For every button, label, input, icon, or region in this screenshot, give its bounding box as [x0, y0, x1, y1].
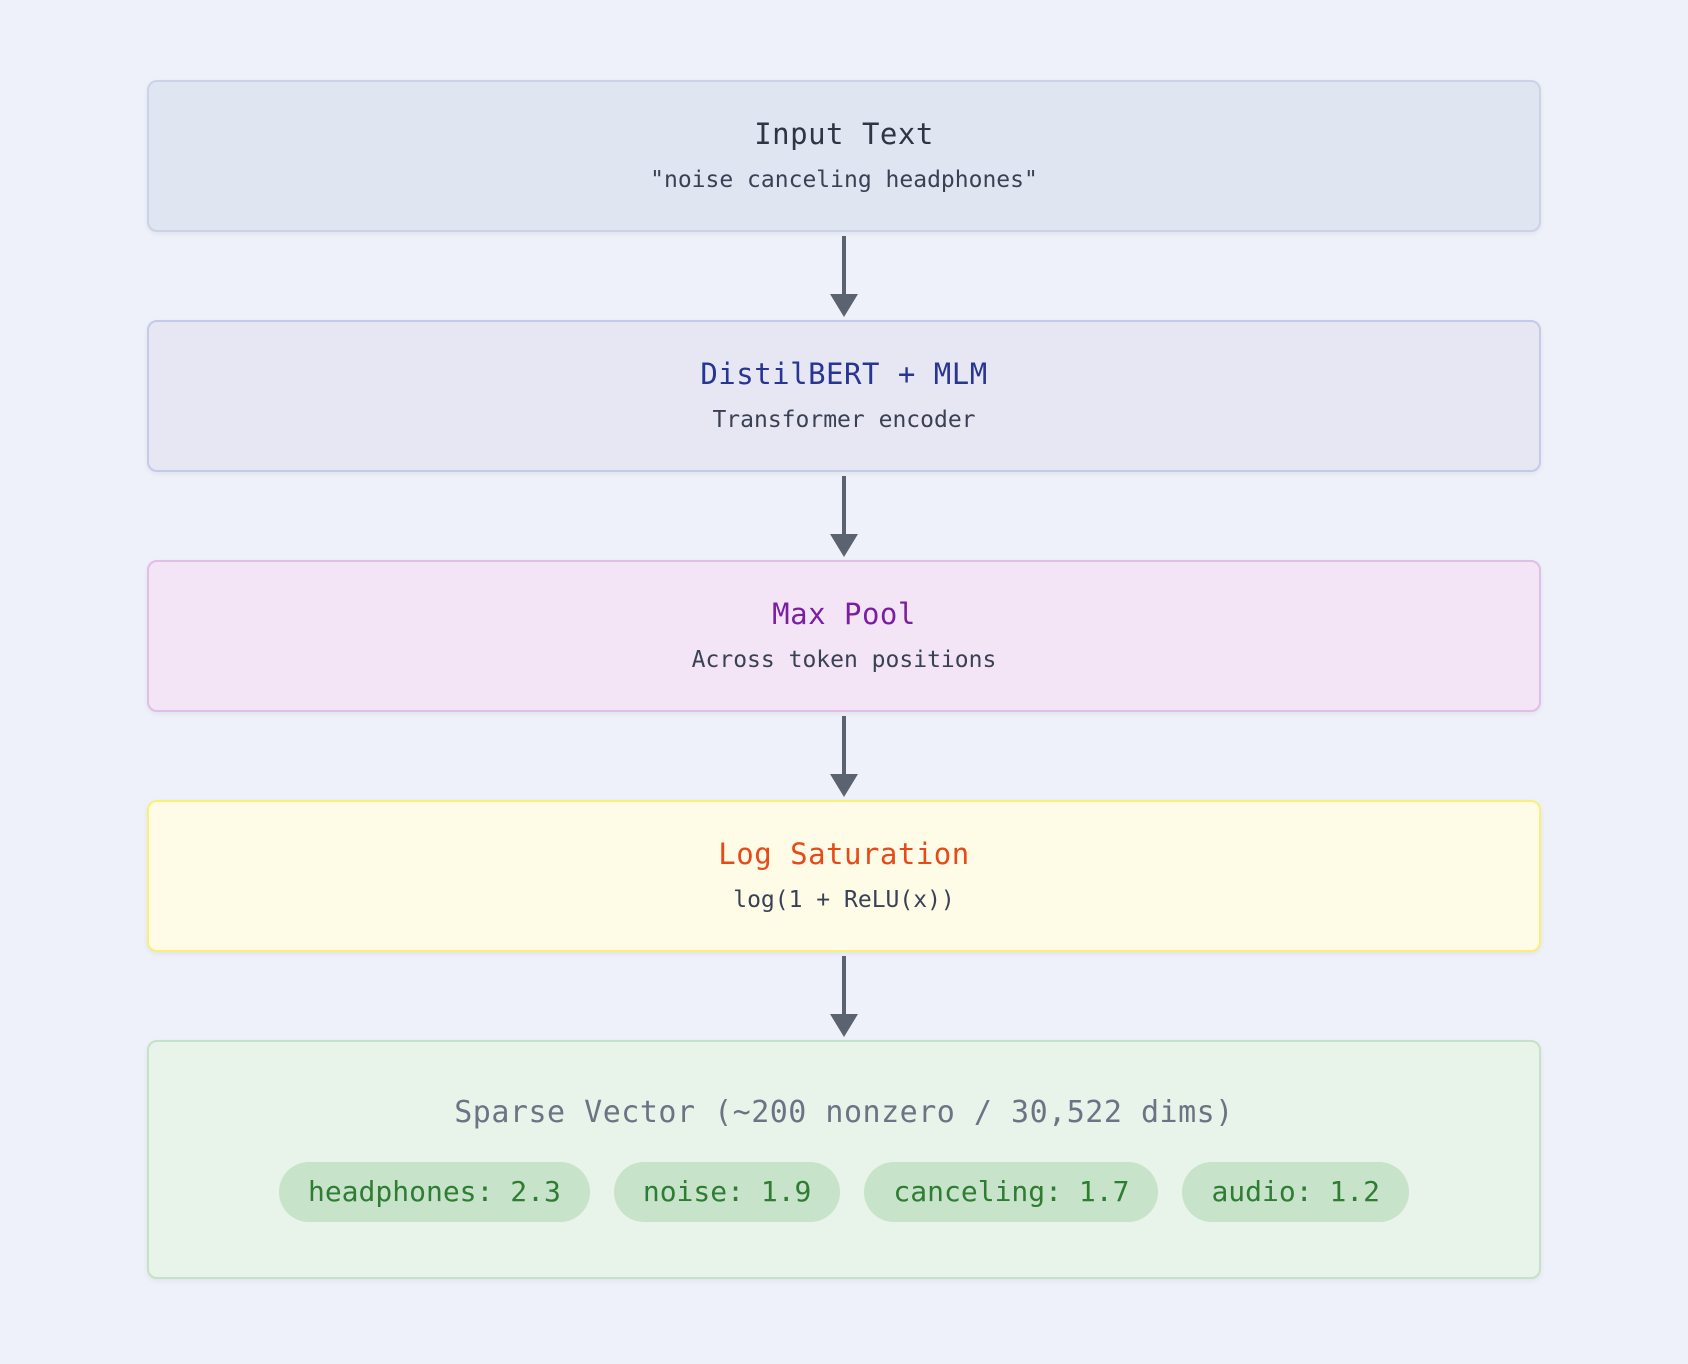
distilbert-mlm-box-subtitle: Transformer encoder: [712, 407, 976, 433]
flow-arrow: [824, 232, 864, 320]
distilbert-mlm-box: DistilBERT + MLM Transformer encoder: [147, 320, 1541, 472]
max-pool-box-subtitle: Across token positions: [691, 647, 997, 673]
arrow-head-icon: [830, 774, 858, 797]
arrow-line: [842, 716, 846, 774]
arrow-head-icon: [830, 294, 858, 317]
sparse-vector-box-title: Sparse Vector (~200 nonzero / 30,522 dim…: [454, 1094, 1234, 1130]
input-text-box-subtitle: "noise canceling headphones": [650, 167, 1038, 193]
input-text-box: Input Text "noise canceling headphones": [147, 80, 1541, 232]
log-saturation-box-subtitle: log(1 + ReLU(x)): [733, 887, 955, 913]
token-weight-chip: headphones: 2.3: [278, 1161, 590, 1222]
token-weight-chip-row: headphones: 2.3 noise: 1.9 canceling: 1.…: [278, 1161, 1410, 1222]
token-weight-chip: canceling: 1.7: [864, 1161, 1159, 1222]
arrow-line: [842, 236, 846, 294]
log-saturation-box-title: Log Saturation: [718, 837, 970, 871]
flow-arrow: [824, 472, 864, 560]
arrow-line: [842, 476, 846, 534]
arrow-head-icon: [830, 1014, 858, 1037]
input-text-box-title: Input Text: [754, 117, 934, 151]
arrow-head-icon: [830, 534, 858, 557]
token-weight-chip: noise: 1.9: [613, 1161, 841, 1222]
arrow-line: [842, 956, 846, 1014]
sparse-vector-box: Sparse Vector (~200 nonzero / 30,522 dim…: [147, 1040, 1541, 1279]
flow-arrow: [824, 712, 864, 800]
max-pool-box: Max Pool Across token positions: [147, 560, 1541, 712]
max-pool-box-title: Max Pool: [772, 597, 916, 631]
distilbert-mlm-box-title: DistilBERT + MLM: [700, 357, 988, 391]
log-saturation-box: Log Saturation log(1 + ReLU(x)): [147, 800, 1541, 952]
token-weight-chip: audio: 1.2: [1182, 1161, 1410, 1222]
flow-arrow: [824, 952, 864, 1040]
